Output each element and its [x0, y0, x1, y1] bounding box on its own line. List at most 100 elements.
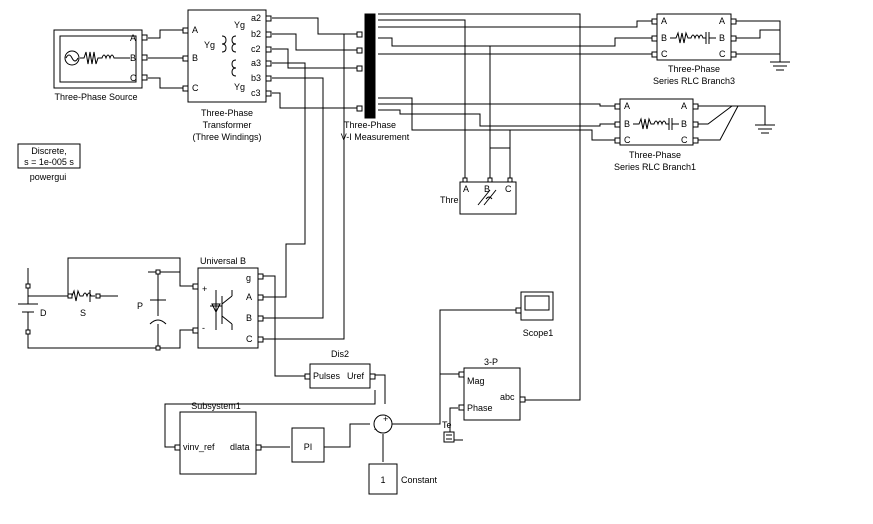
rlc-branch-icon: [670, 31, 716, 44]
yg-left-label: Yg: [204, 40, 215, 50]
dis2-in-port: Uref: [347, 371, 365, 381]
rlc3-port-a: A: [661, 16, 667, 26]
bridge-port-a: A: [246, 292, 252, 302]
source-port-b: B: [130, 53, 136, 63]
constant-block[interactable]: 1 Constant: [368, 463, 438, 495]
three-p-block[interactable]: Mag Phase abc 3-P: [458, 357, 526, 421]
thre-port-c: C: [505, 184, 512, 194]
capacitor-block[interactable]: P: [137, 269, 167, 351]
transformer-port-b3: b3: [251, 73, 261, 83]
rl-impedance-icon: [80, 51, 130, 65]
rlc-branch1-block[interactable]: A B C A B C Three-Phase Series RLC Branc…: [614, 98, 699, 172]
ground-rlc3: [770, 61, 790, 71]
rlc-branch1-icon: [633, 117, 679, 130]
series-rl-icon: [71, 289, 95, 302]
sum-minus: -: [374, 424, 377, 434]
sum-plus: +: [383, 414, 388, 424]
vi-measurement-block[interactable]: Three-Phase V-I Measurement: [341, 13, 410, 142]
three-p-phase-port: Phase: [467, 403, 493, 413]
rlc3-label-2: Series RLC Branch3: [653, 76, 735, 86]
rlc3-port-b-out: B: [719, 33, 725, 43]
sum-block[interactable]: + -: [373, 414, 393, 434]
wire-c2: [272, 48, 362, 69]
transformer-port-b: B: [192, 53, 198, 63]
thre-block[interactable]: A B C Thre: [440, 177, 517, 215]
bridge-minus-label: -: [202, 323, 205, 333]
series-element-block[interactable]: S: [67, 289, 101, 318]
dc-source-label: D: [40, 308, 47, 318]
wire-a3: [263, 62, 306, 298]
te-block[interactable]: Te: [442, 420, 455, 443]
rlc1-port-c-out: C: [681, 135, 688, 145]
series-element-label: S: [80, 308, 86, 318]
source-label: Three-Phase Source: [54, 92, 137, 102]
wire-vi-rlc1b: [378, 109, 615, 127]
wire-sum-mag: [392, 373, 463, 425]
pi-block[interactable]: PI: [291, 427, 325, 463]
wire-sum-dis2: [375, 374, 386, 404]
rlc1-label-1: Three-Phase: [629, 150, 681, 160]
wire-rlc1-rc: [698, 105, 739, 141]
source-port-a: A: [130, 33, 136, 43]
wire-dc-positive: [28, 257, 193, 297]
wires: [27, 13, 790, 462]
rlc3-port-c: C: [661, 49, 668, 59]
wire-rlc1-ra: [698, 105, 766, 125]
te-label: Te: [442, 420, 452, 430]
wire-dis2-pulses: [263, 275, 306, 377]
universal-bridge-block[interactable]: + - g A B C Universal B: [192, 256, 264, 349]
yg-top-label: Yg: [234, 20, 245, 30]
thre-label: Thre: [440, 195, 459, 205]
wire-b2: [272, 33, 362, 51]
subsystem1-block[interactable]: vinv_ref dlata Subsystem1: [174, 401, 262, 475]
powergui-block[interactable]: Discrete, s = 1e-005 s powergui: [17, 143, 81, 182]
constant-label: Constant: [401, 475, 438, 485]
source-port-c: C: [130, 73, 137, 83]
wire-dc-bottom: [27, 329, 193, 349]
wire-tap-bc: [489, 126, 510, 149]
transformer-port-c3: c3: [251, 88, 261, 98]
scope1-block[interactable]: Scope1: [515, 291, 554, 338]
transformer-port-b2: b2: [251, 29, 261, 39]
dc-source-block[interactable]: D: [18, 283, 47, 335]
bridge-label: Universal B: [200, 256, 246, 266]
rlc1-port-b: B: [624, 119, 630, 129]
wire-vi-rlc1c: [378, 97, 615, 141]
constant-value: 1: [380, 475, 385, 485]
wire-src-c: [148, 77, 183, 89]
transformer-label-1: Three-Phase: [201, 108, 253, 118]
rlc1-port-a: A: [624, 101, 630, 111]
three-p-label: 3-P: [484, 357, 498, 367]
rlc3-port-c-out: C: [719, 49, 726, 59]
wire-vi-rlc3a: [378, 20, 652, 28]
wire-vi-top1: [378, 19, 466, 180]
thre-port-a: A: [463, 184, 469, 194]
bridge-port-g: g: [246, 273, 251, 283]
wire-sub-loop: [164, 390, 376, 448]
wire-bridge-c: [263, 34, 345, 340]
wire-c3: [272, 92, 362, 109]
bridge-plus-label: +: [202, 284, 207, 294]
yg-bottom-label: Yg: [234, 82, 245, 92]
dis2-block[interactable]: Pulses Uref Dis2: [304, 349, 376, 389]
wire-src-a: [148, 29, 183, 39]
wire-sum-pi: [321, 423, 370, 448]
rlc1-port-a-out: A: [681, 101, 687, 111]
rlc3-port-b: B: [661, 33, 667, 43]
transformer-block[interactable]: A B C Yg Yg Yg a2 b2 c2 a3 b3 c3 Three-P…: [182, 9, 272, 142]
subsystem1-label: Subsystem1: [191, 401, 241, 411]
three-p-mag-port: Mag: [467, 376, 485, 386]
rlc3-port-a-out: A: [719, 16, 725, 26]
rlc-branch3-block[interactable]: A B C A B C Three-Phase Series RLC Branc…: [651, 13, 737, 86]
three-p-abc-port: abc: [500, 392, 515, 402]
wire-vi-rlc1a: [378, 103, 615, 107]
te-goto-icon: [446, 434, 452, 440]
scope-screen-icon: [524, 295, 550, 311]
ac-source-icon: [64, 50, 80, 66]
bridge-port-b: B: [246, 313, 252, 323]
transformer-port-a3: a3: [251, 58, 261, 68]
three-phase-source-block[interactable]: A B C Three-Phase Source: [53, 29, 148, 102]
powergui-line1: Discrete,: [31, 146, 67, 156]
rlc1-label-2: Series RLC Branch1: [614, 162, 696, 172]
